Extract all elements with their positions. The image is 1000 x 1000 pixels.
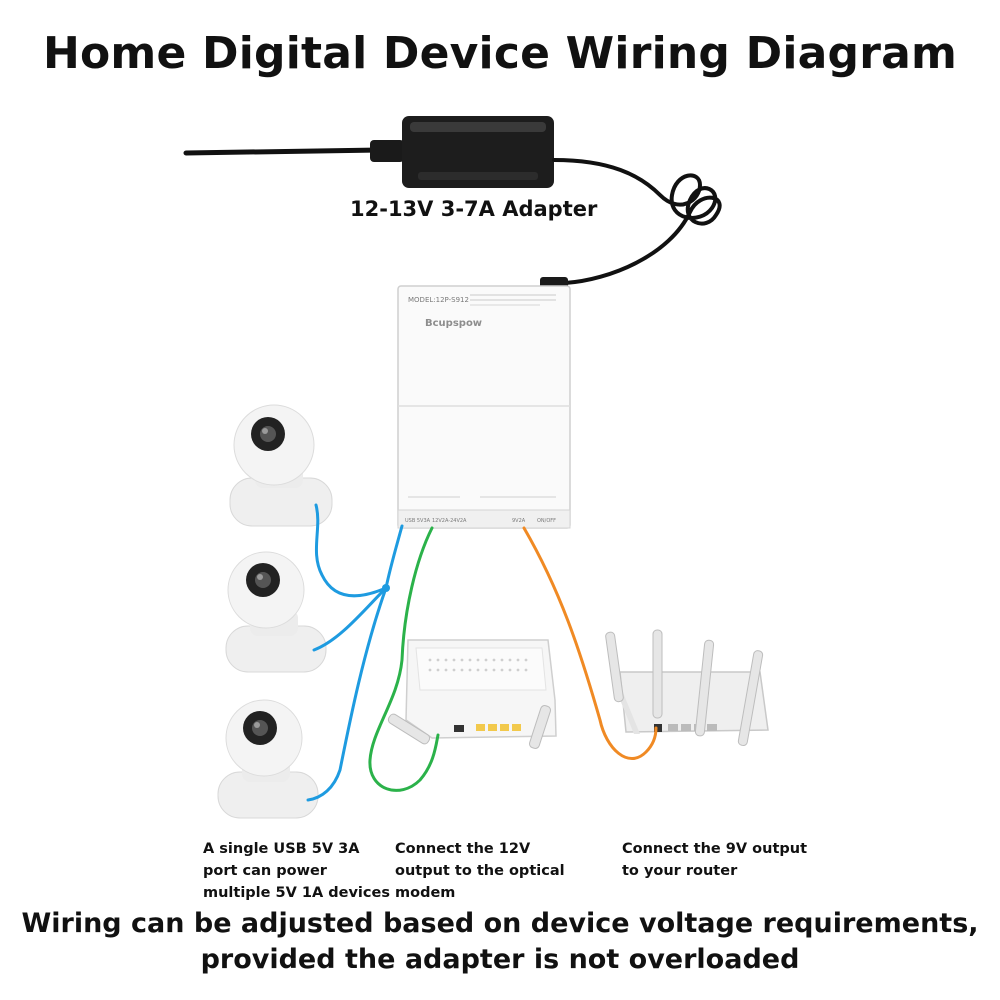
router-9v-cable (522, 526, 658, 760)
hub-port-12v-label: 12V2A-24V2A (432, 518, 467, 524)
usb-cable-camera-middle (312, 586, 388, 652)
wifi-router (605, 629, 769, 747)
usb-cable-splitter (382, 584, 390, 592)
usb-cable-camera-top (314, 503, 388, 598)
hub-model-text: MODEL:12P-S912 (408, 296, 469, 304)
camera-top (229, 404, 333, 527)
router-caption: Connect the 9V output to your router (622, 841, 808, 879)
hub-brand-text: Bcupspow (425, 318, 482, 329)
optical-modem (387, 639, 557, 749)
usb-cable-camera-bottom (306, 586, 388, 802)
footer-line-1: Wiring can be adjusted based on device v… (21, 908, 979, 939)
ac-plug-head (370, 140, 404, 162)
power-adapter (402, 116, 554, 188)
camera-bottom (217, 699, 319, 819)
adapter-label: 12-13V 3-7A Adapter (350, 197, 598, 221)
diagram-title: Home Digital Device Wiring Diagram (42, 28, 958, 79)
usb-caption: A single USB 5V 3A port can power multip… (203, 841, 390, 901)
footer-note: Wiring can be adjusted based on device v… (0, 906, 1000, 978)
footer-line-2: provided the adapter is not overloaded (200, 944, 800, 975)
ac-power-cord (183, 147, 383, 156)
hub-port-switch-label: ON/OFF (537, 518, 556, 524)
hub-port-9v-label: 9V2A (512, 518, 526, 524)
usb-cable-trunk (384, 524, 404, 590)
modem-12v-cable (368, 526, 440, 792)
camera-middle (225, 551, 327, 673)
hub-port-usb-label: USB 5V3A (405, 518, 431, 524)
modem-caption: Connect the 12V output to the optical mo… (395, 841, 565, 901)
power-hub: MODEL:12P-S912 Bcupspow USB 5V3A 12V2A-2… (397, 285, 571, 529)
dc-output-cable (552, 158, 722, 285)
